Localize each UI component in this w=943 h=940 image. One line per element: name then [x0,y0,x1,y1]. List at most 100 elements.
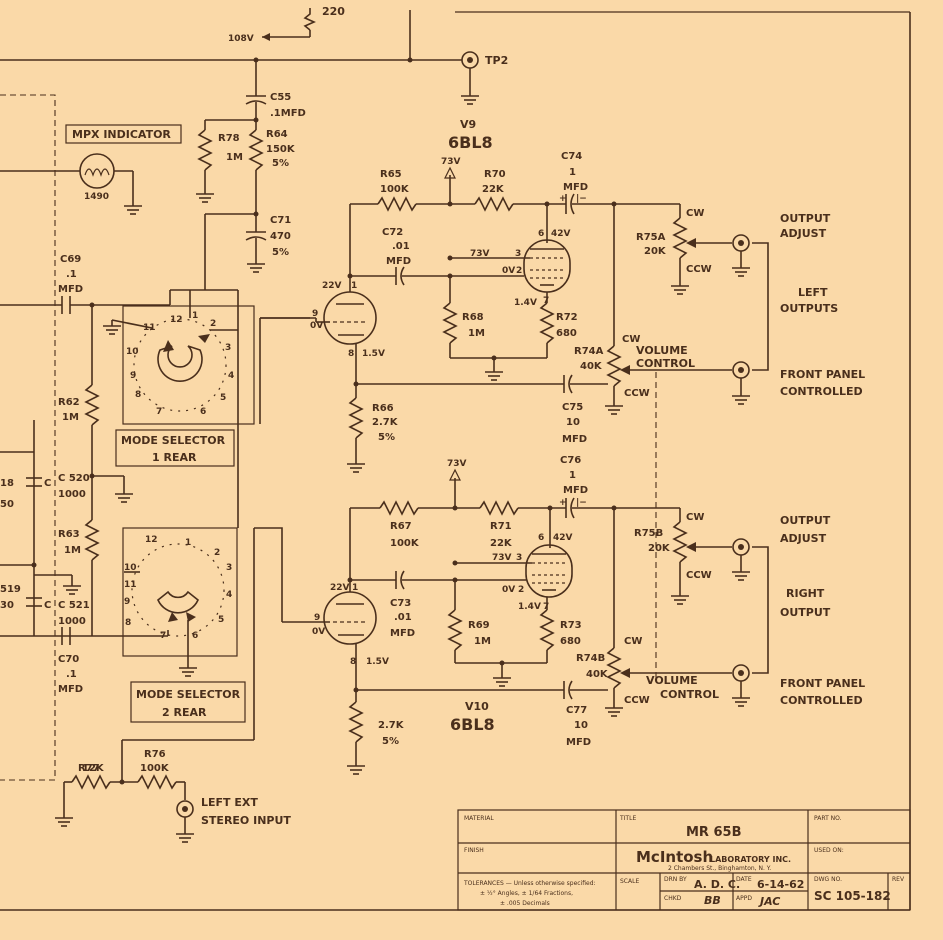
c69-value: .1 [66,269,77,280]
v9-b-plus: 73V [441,157,461,167]
svg-text:|−: |− [576,194,587,204]
volume-control-right-1: VOLUME [646,674,698,687]
c72-name: C72 [382,227,403,238]
edge-label-d: 519 [0,584,21,595]
mode-selector-1-line1: MODE SELECTOR [121,434,226,447]
right-output-bracket [752,546,769,674]
subassembly-outline [0,94,56,781]
v9-stage [260,166,751,473]
r74a-name: R74A [574,346,604,357]
c72-unit: MFD [386,256,411,267]
output-adjust-right-1: OUTPUT [780,514,831,527]
r66-name: R66 [372,403,394,414]
r66-tol: 5% [378,432,395,443]
volume-control-left-2: CONTROL [636,357,695,370]
svg-text:9: 9 [124,597,130,607]
v10-pin2: 2 [518,585,524,595]
v10-pin7: 7 [543,602,549,612]
r70-name: R70 [484,169,506,180]
r75b-name: R75B [634,528,663,539]
svg-text:+: + [559,498,567,508]
svg-text:|−: |− [576,498,587,508]
svg-text:+: + [559,194,567,204]
c74-name: C74 [561,151,582,162]
c72-value: .01 [392,241,410,252]
mpx-indicator-box [65,124,182,144]
v10-k2-v: 1.4V [518,602,541,612]
v10-screen-v: 42V [553,533,573,543]
r70-value: 22K [482,184,505,195]
v9-k2-v: 1.4V [514,298,537,308]
r73-value: 680 [560,636,581,647]
c71-tol: 5% [272,247,289,258]
mode-selector-1-line2: 1 REAR [152,451,197,464]
front-panel-right-1: FRONT PANEL [780,677,865,690]
r74a-value: 40K [580,361,603,372]
tb-drn: A. D. C. [694,878,740,891]
left-outputs-1: LEFT [798,286,828,299]
tb-drn-label: DRN BY [664,876,687,883]
c69-unit: MFD [58,284,83,295]
r78-value: 1M [226,152,243,163]
c521-value: 1000 [58,616,86,627]
svg-text:11: 11 [143,323,156,333]
left-outputs-2: OUTPUTS [780,302,838,315]
lamp-number: 1490 [84,192,109,202]
v10-grid2-v: 0V [502,585,515,595]
svg-text:10: 10 [124,563,137,573]
svg-text:6: 6 [192,631,198,641]
r63-value: 1M [64,545,81,556]
r62-value: 1M [62,412,79,423]
r78-name: R78 [218,133,240,144]
svg-text:4: 4 [228,371,234,381]
v10-stage [281,468,751,775]
v108-label: 108V [228,34,254,44]
r75a-ccw: CCW [686,264,712,275]
v9-cathode-v: 1.5V [362,349,385,359]
edge-label-e: 30 [0,600,14,611]
top-wiring [0,8,462,63]
svg-text:3: 3 [225,343,231,353]
mpx-indicator-label: MPX INDICATOR [72,128,171,141]
v9-screen-v: 42V [551,229,571,239]
output-adjust-right-2: ADJUST [780,532,827,545]
c73-name: C73 [390,598,411,609]
r75b-cw: CW [686,512,704,523]
r75b-value: 20K [648,543,671,554]
left-output-bracket [752,242,769,371]
tb-dwg: SC 105-182 [814,889,891,903]
c75-name: C75 [562,402,583,413]
front-panel-left-2: CONTROLLED [780,385,863,398]
mode-selector-2-box [130,681,246,723]
r67-name: R67 [390,521,412,532]
v10-type: 6BL8 [450,715,495,734]
tb-brand: McIntosh [636,848,713,866]
tp2-testpoint [460,51,480,105]
r75a-cw: CW [686,208,704,219]
r74b-ccw: CCW [624,695,650,706]
svg-text:2: 2 [214,548,220,558]
tb-finish-label: FINISH [464,847,484,854]
v9-pin1: 1 [351,281,357,291]
v9-b-v: 73V [470,249,490,259]
tb-appd-label: APPD [736,895,752,902]
r75b-ccw: CCW [686,570,712,581]
tb-tol-3: ± .005 Decimals [500,900,550,907]
v9-pin9: 9 [312,309,318,319]
v10-grid-v: 0V [312,627,325,637]
tb-lab: LABORATORY INC. [710,855,791,864]
r77-value-shown: 12K [82,763,105,774]
right-output-2: OUTPUT [780,606,831,619]
c76-value: 1 [569,470,576,481]
svg-text:8: 8 [125,618,131,628]
svg-text:1: 1 [185,538,191,548]
svg-text:10: 10 [126,347,139,357]
r76-value: 100K [140,763,170,774]
c77-value: 10 [574,720,588,731]
v9-type: 6BL8 [448,133,493,152]
mode-selector-1-switch [102,290,310,425]
svg-text:7: 7 [156,407,162,417]
c77-unit: MFD [566,737,591,748]
r62-name: R62 [58,397,80,408]
